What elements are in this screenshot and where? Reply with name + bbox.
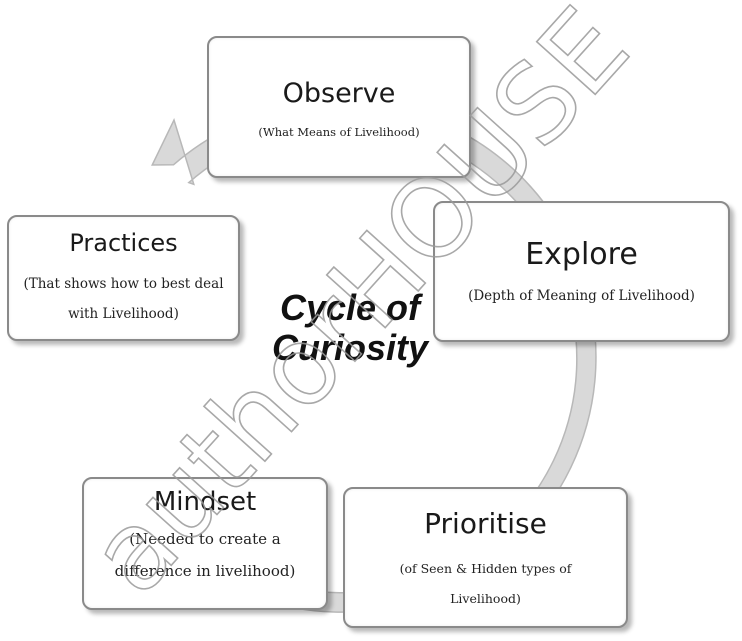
stage-practices-box: Practices (That shows how to best deal w…: [7, 215, 240, 341]
stage-explore-box: Explore (Depth of Meaning of Livelihood): [433, 201, 730, 342]
stage-mindset-title: Mindset: [153, 487, 257, 517]
stage-prioritise-subtitle: (of Seen & Hidden types of Livelihood): [399, 561, 572, 606]
stage-prioritise-box: Prioritise (of Seen & Hidden types of Li…: [343, 487, 628, 628]
stage-practices-title: Practices: [69, 229, 178, 257]
stage-practices-subtitle: (That shows how to best deal with Liveli…: [23, 276, 224, 322]
center-title-line1: Cycle of: [279, 287, 421, 328]
stage-mindset-box: Mindset (Needed to create a difference i…: [82, 477, 328, 610]
stage-observe-title: Observe: [282, 78, 396, 109]
stage-prioritise-title: Prioritise: [424, 507, 547, 540]
stage-explore-title: Explore: [525, 237, 638, 272]
stage-explore-subtitle: (Depth of Meaning of Livelihood): [468, 288, 695, 304]
center-title-line2: Curiosity: [271, 327, 429, 368]
stage-observe-box: Observe (What Means of Livelihood): [207, 36, 471, 178]
center-title: Cycle of Curiosity: [230, 288, 470, 368]
stage-mindset-subtitle: (Needed to create a difference in liveli…: [114, 530, 296, 580]
stage-observe-subtitle: (What Means of Livelihood): [258, 125, 420, 139]
